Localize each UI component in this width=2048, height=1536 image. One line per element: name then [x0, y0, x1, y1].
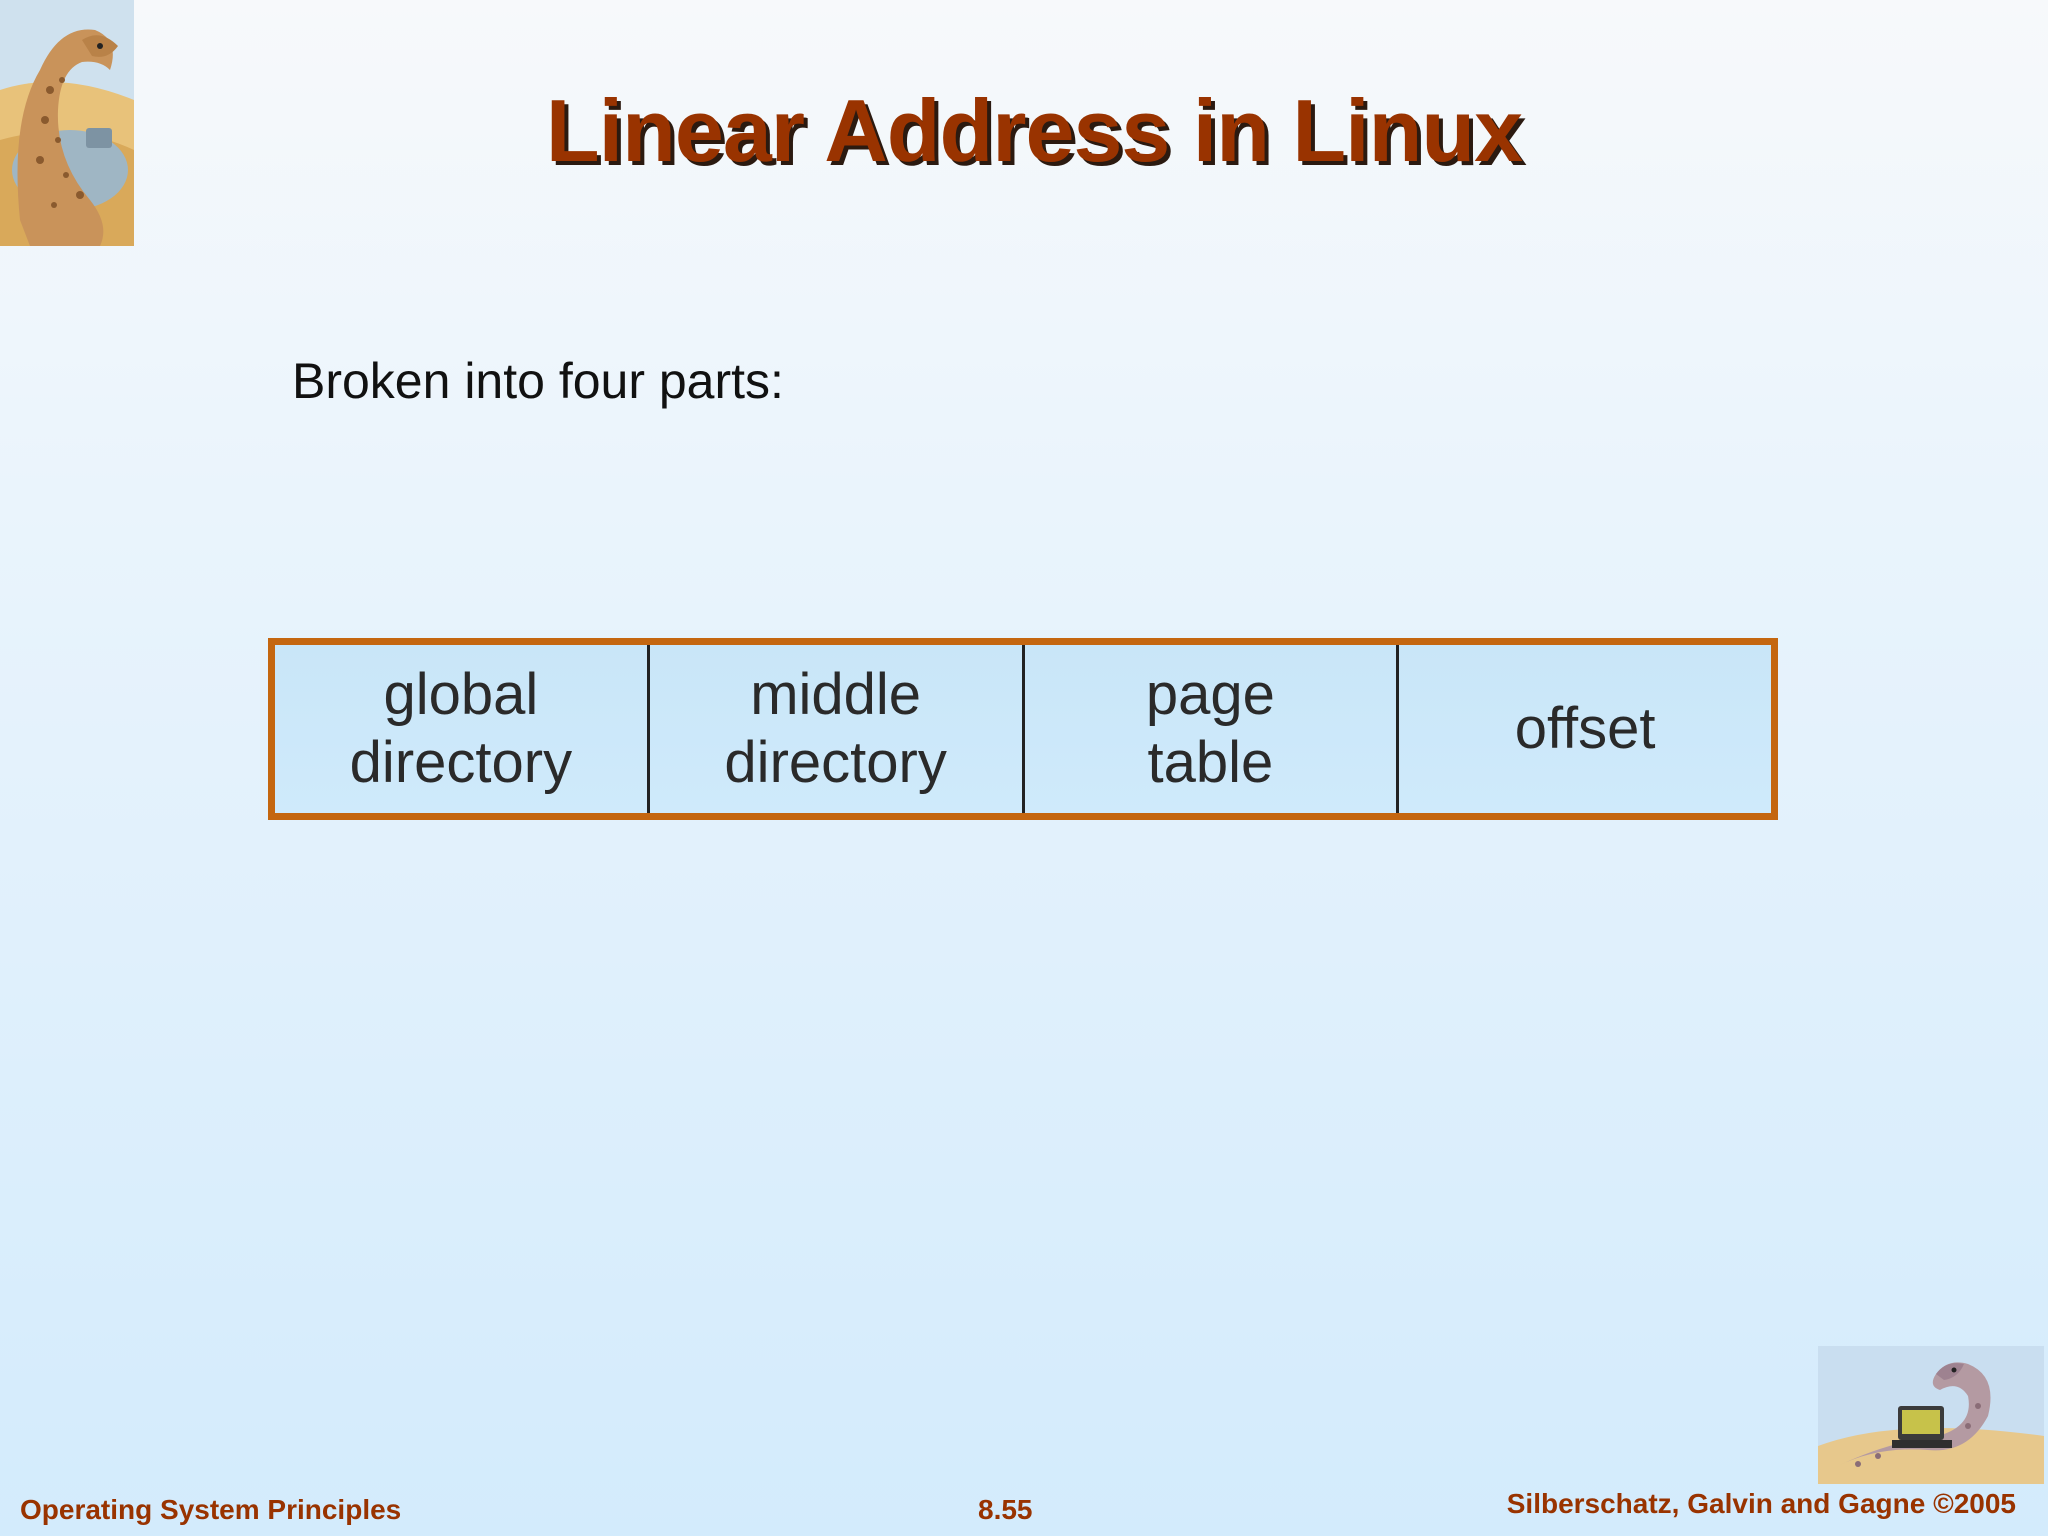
linear-address-diagram: global directory middle directory page t… [268, 638, 1778, 820]
slide-title: Linear Address in Linux [545, 81, 1523, 180]
field-page-table: page table [1024, 645, 1400, 813]
footer-copyright: Silberschatz, Galvin and Gagne ©2005 [1506, 1488, 2016, 1519]
field-middle-directory: middle directory [649, 645, 1025, 813]
field-global-directory: global directory [275, 645, 650, 813]
dinosaur-illustration-bottom [1818, 1346, 2044, 1484]
footer-slide-number: 8.55 [978, 1494, 1033, 1525]
bullet-text: Broken into four parts: [292, 353, 784, 409]
footer-course-name: Operating System Principles [20, 1494, 402, 1525]
dinosaur-illustration-top [0, 0, 134, 246]
field-offset: offset [1399, 645, 1771, 813]
